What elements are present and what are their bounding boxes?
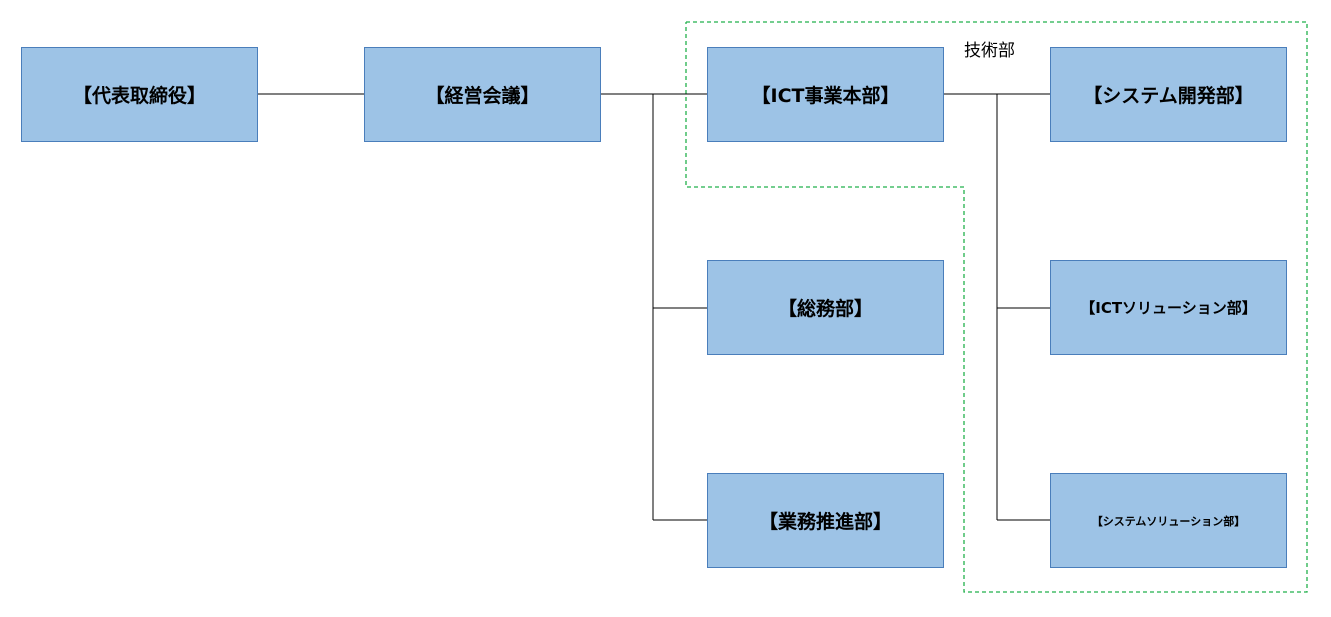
node-board: 【経営会議】 xyxy=(364,47,601,142)
node-system-dev: 【システム開発部】 xyxy=(1050,47,1287,142)
node-ict-hq: 【ICT事業本部】 xyxy=(707,47,944,142)
node-general-affairs: 【総務部】 xyxy=(707,260,944,355)
node-business-promotion: 【業務推進部】 xyxy=(707,473,944,568)
node-ceo: 【代表取締役】 xyxy=(21,47,258,142)
node-ict-solution: 【ICTソリューション部】 xyxy=(1050,260,1287,355)
group-label-tech-dept: 技術部 xyxy=(964,41,1015,61)
node-system-solution: 【システムソリューション部】 xyxy=(1050,473,1287,568)
group-boundary xyxy=(685,21,1308,593)
